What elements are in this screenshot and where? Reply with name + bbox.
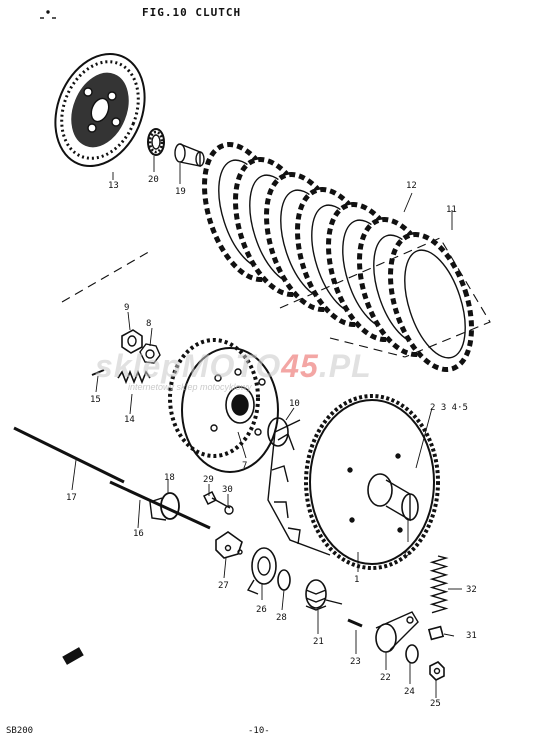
part-15-pin — [91, 369, 105, 376]
callout-13: 13 — [108, 181, 119, 191]
corner-marks — [40, 10, 56, 19]
callout-32: 32 — [466, 585, 477, 595]
part-8-lock-washer — [139, 343, 161, 364]
callout-22: 22 — [380, 673, 391, 683]
callout-24: 24 — [404, 687, 415, 697]
plates-bracket — [61, 237, 491, 358]
callout-12: 12 — [406, 181, 417, 191]
part-19-push-piece — [174, 143, 205, 167]
part-26-cam — [246, 547, 277, 595]
callout-23: 23 — [350, 657, 361, 667]
leader-lines — [71, 156, 462, 698]
callout-16: 16 — [133, 529, 144, 539]
callout-10: 10 — [289, 399, 300, 409]
part-13-pressure-disk — [54, 52, 146, 168]
part-21-release-worm — [305, 579, 343, 611]
part-9-nut — [121, 329, 143, 354]
callout-8: 8 — [146, 319, 151, 329]
part-14-spring — [117, 369, 151, 385]
part-28-oring — [277, 569, 291, 591]
callout-28: 28 — [276, 613, 287, 623]
page-title: FIG.10 CLUTCH — [142, 6, 242, 19]
part-31-clip — [427, 625, 445, 641]
callout-17: 17 — [66, 493, 77, 503]
part-30-washer — [224, 505, 234, 515]
part-20-bearing — [147, 128, 165, 156]
callout-18: 18 — [164, 473, 175, 483]
callout-2345: 2 3 4·5 — [430, 403, 468, 413]
part-16-18-push-rod-bearing — [109, 480, 211, 530]
callout-14: 14 — [124, 415, 135, 425]
callout-7: 7 — [242, 461, 247, 471]
watermark-subtitle: internetowy sklep motocyklowy — [128, 382, 252, 392]
part-1-clutch-housing — [267, 394, 440, 570]
part-32-return-spring — [429, 555, 449, 614]
callout-21: 21 — [313, 637, 324, 647]
callout-30: 30 — [222, 485, 233, 495]
part-17-push-rod — [13, 426, 125, 484]
callout-19: 19 — [175, 187, 186, 197]
part-11-12-plate-stack — [202, 142, 474, 372]
callout-6: 6 — [404, 549, 409, 559]
callout-26: 26 — [256, 605, 267, 615]
part-25-nut — [429, 661, 445, 681]
callout-29: 29 — [203, 475, 214, 485]
part-7-sleeve-hub — [168, 338, 279, 473]
callout-15: 15 — [90, 395, 101, 405]
footer-model: SB200 — [6, 726, 34, 736]
callout-labels: 13 20 19 12 11 9 8 15 14 10 2 3 4·5 7 17 18 16 29 30 6 1 32… — [66, 175, 477, 709]
callout-9: 9 — [124, 303, 129, 313]
callout-31: 31 — [466, 631, 477, 641]
callout-27: 27 — [218, 581, 229, 591]
part-22-release-arm — [375, 611, 419, 653]
callout-11: 11 — [446, 205, 457, 215]
part-10-thrust-washer — [267, 417, 289, 447]
part-23-pin — [347, 618, 363, 628]
callout-1: 1 — [354, 575, 359, 585]
part-27-plate — [215, 531, 243, 559]
callout-20: 20 — [148, 175, 159, 185]
part-24-washer — [405, 644, 419, 664]
callout-25: 25 — [430, 699, 441, 709]
footer-page-number: -10- — [248, 726, 270, 736]
ground-tag — [62, 647, 84, 665]
